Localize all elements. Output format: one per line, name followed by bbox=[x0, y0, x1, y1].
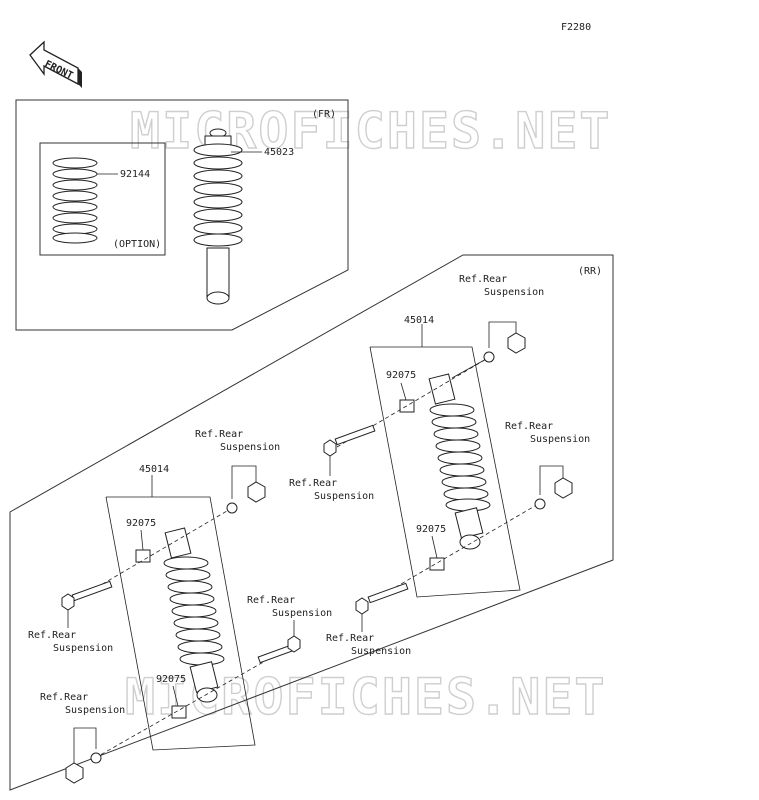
nut-left-bottom bbox=[65, 762, 84, 784]
bolt-head-left-bottom bbox=[287, 635, 301, 653]
callout-92144: 92144 bbox=[120, 169, 150, 180]
rear-shock-right bbox=[428, 373, 491, 550]
rear-section-tag: (RR) bbox=[578, 266, 602, 277]
callout-45014-left: 45014 bbox=[139, 464, 169, 475]
bolt-right-top bbox=[334, 424, 376, 446]
ref-a-line2: Suspension bbox=[484, 287, 544, 298]
bolt-head-right-bottom bbox=[355, 597, 369, 615]
ref-g-line1: Ref.Rear bbox=[247, 595, 295, 606]
bolt-head-left-top bbox=[61, 593, 75, 611]
ref-f-line1: Ref.Rear bbox=[28, 630, 76, 641]
ref-c-line2: Suspension bbox=[530, 434, 590, 445]
ref-b-line1: Ref.Rear bbox=[289, 478, 337, 489]
ref-h-line1: Ref.Rear bbox=[40, 692, 88, 703]
ref-g-line2: Suspension bbox=[272, 608, 332, 619]
washer-right-bottom bbox=[534, 498, 546, 510]
bushing-92075-lt bbox=[135, 549, 151, 563]
ref-h-line2: Suspension bbox=[65, 705, 125, 716]
washer-right-top bbox=[483, 351, 495, 363]
option-label: (OPTION) bbox=[113, 239, 161, 250]
ref-e-line1: Ref.Rear bbox=[195, 429, 243, 440]
callout-45023: 45023 bbox=[264, 147, 294, 158]
diagram-code: F2280 bbox=[561, 22, 591, 33]
washer-left-top bbox=[226, 502, 238, 514]
nut-left-top bbox=[247, 481, 266, 503]
nut-right-bottom bbox=[554, 477, 573, 499]
bolt-left-top bbox=[71, 580, 113, 602]
front-section-frame bbox=[15, 99, 349, 331]
front-section-tag: (FR) bbox=[312, 109, 336, 120]
bolt-head-right-top bbox=[323, 439, 337, 457]
rear-section-frame bbox=[9, 254, 614, 791]
nut-right-top bbox=[507, 332, 526, 354]
front-shock-45023 bbox=[193, 128, 243, 305]
ref-a-line1: Ref.Rear bbox=[459, 274, 507, 285]
callout-92075-rt: 92075 bbox=[386, 370, 416, 381]
callout-92075-rb: 92075 bbox=[416, 524, 446, 535]
bushing-92075-rb bbox=[429, 557, 445, 571]
bolt-right-bottom bbox=[367, 582, 409, 604]
ref-b-line2: Suspension bbox=[314, 491, 374, 502]
callout-92075-lt: 92075 bbox=[126, 518, 156, 529]
ref-d-line1: Ref.Rear bbox=[326, 633, 374, 644]
callout-92075-lb: 92075 bbox=[156, 674, 186, 685]
bushing-92075-lb bbox=[171, 705, 187, 719]
front-arrow-icon: FRONT bbox=[29, 40, 82, 88]
washer-left-bottom bbox=[90, 752, 102, 764]
ref-c-line1: Ref.Rear bbox=[505, 421, 553, 432]
bushing-92075-rt bbox=[399, 399, 415, 413]
ref-d-line2: Suspension bbox=[351, 646, 411, 657]
option-box bbox=[39, 142, 166, 256]
spring-92144 bbox=[52, 157, 98, 244]
ref-f-line2: Suspension bbox=[53, 643, 113, 654]
ref-e-line2: Suspension bbox=[220, 442, 280, 453]
callout-45014-right: 45014 bbox=[404, 315, 434, 326]
